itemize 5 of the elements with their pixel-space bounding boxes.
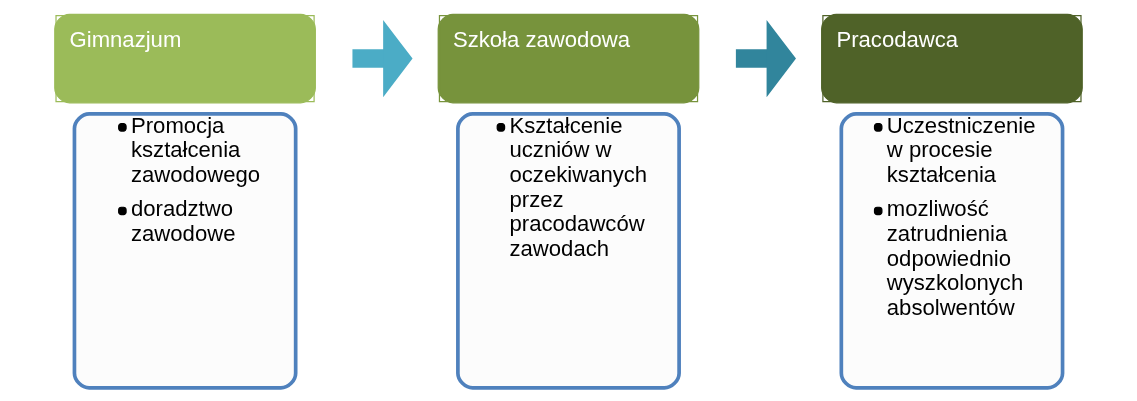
node-box: Uczestniczenie w procesie kształcenia mozliwość zatrudnienia odpowiednio wyszkolonych absolwentów — [839, 112, 1065, 390]
node-box: Promocja kształcenia zawodowego doradztwo zawodowe — [72, 112, 298, 390]
node-box: Kształcenie uczniów w oczekiwanych przez pracodawców zawodach — [456, 112, 681, 390]
arrow — [735, 20, 796, 98]
arrow — [352, 20, 413, 98]
